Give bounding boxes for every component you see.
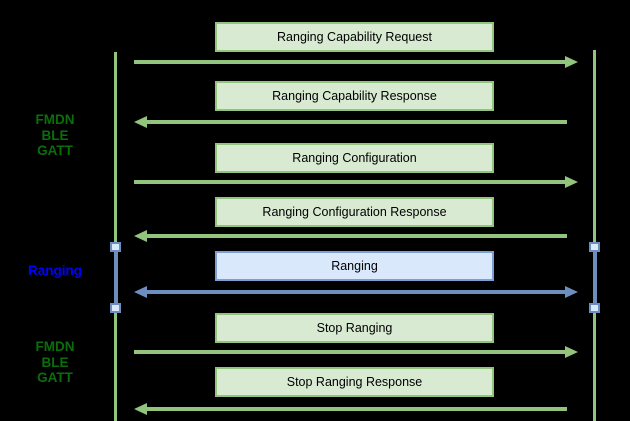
activation-marker-left-bottom (110, 303, 121, 313)
message-label: Ranging Configuration (292, 151, 417, 165)
section-label-line: GATT (37, 370, 73, 385)
message-label: Stop Ranging Response (286, 375, 423, 389)
arrow-ranging-capability-response (134, 116, 578, 128)
arrow-line (146, 234, 567, 238)
arrow-stop-ranging-response (134, 403, 578, 415)
section-label-line: BLE (41, 127, 69, 143)
arrowhead-left-icon (134, 286, 147, 298)
message-label: Ranging (331, 259, 378, 273)
message-box-ranging-capability-response: Ranging Capability Response (215, 81, 494, 111)
arrow-ranging-capability-request (134, 56, 578, 68)
activation-marker-right-bottom (589, 303, 600, 313)
message-label: Stop Ranging (316, 321, 393, 335)
message-box-ranging-configuration: Ranging Configuration (215, 143, 494, 173)
section-label-line: BLE (41, 354, 69, 370)
arrowhead-left-icon (134, 116, 147, 128)
arrow-ranging-configuration-response (134, 230, 578, 242)
arrowhead-left-icon (134, 403, 147, 415)
arrowhead-right-icon (565, 286, 578, 298)
message-box-ranging: Ranging (215, 251, 494, 281)
lifeline-right (593, 50, 596, 421)
section-label-line: FMDN (35, 112, 75, 127)
lifeline-left (114, 52, 117, 421)
section-label-line: GATT (37, 143, 73, 158)
arrowhead-right-icon (565, 346, 578, 358)
ranging-session-segment-left (113, 247, 118, 308)
arrow-line (146, 120, 567, 124)
message-label: Ranging Capability Response (272, 89, 437, 103)
activation-marker-right-top (589, 242, 600, 252)
section-label-fmdn-ble-gatt-bottom: FMDN BLE GATT (8, 339, 102, 386)
arrowhead-left-icon (134, 230, 147, 242)
arrow-line (134, 180, 566, 184)
arrow-ranging-bidirectional (134, 286, 578, 298)
arrowhead-right-icon (565, 56, 578, 68)
arrow-line (134, 60, 566, 64)
message-box-ranging-capability-request: Ranging Capability Request (215, 22, 494, 52)
section-label-line: FMDN (35, 339, 75, 354)
arrow-line (146, 290, 566, 294)
message-label: Ranging Capability Request (277, 30, 432, 44)
arrow-stop-ranging (134, 346, 578, 358)
message-box-stop-ranging: Stop Ranging (215, 313, 494, 343)
arrow-ranging-configuration (134, 176, 578, 188)
message-box-stop-ranging-response: Stop Ranging Response (215, 367, 494, 397)
ranging-session-segment-right (592, 247, 597, 308)
activation-marker-left-top (110, 242, 121, 252)
arrowhead-right-icon (565, 176, 578, 188)
section-label-line: Ranging (28, 263, 82, 278)
arrow-line (146, 407, 567, 411)
message-box-ranging-configuration-response: Ranging Configuration Response (215, 197, 494, 227)
section-label-fmdn-ble-gatt-top: FMDN BLE GATT (8, 112, 102, 159)
section-label-ranging: Ranging (8, 263, 102, 279)
arrow-line (134, 350, 566, 354)
message-label: Ranging Configuration Response (262, 205, 447, 219)
